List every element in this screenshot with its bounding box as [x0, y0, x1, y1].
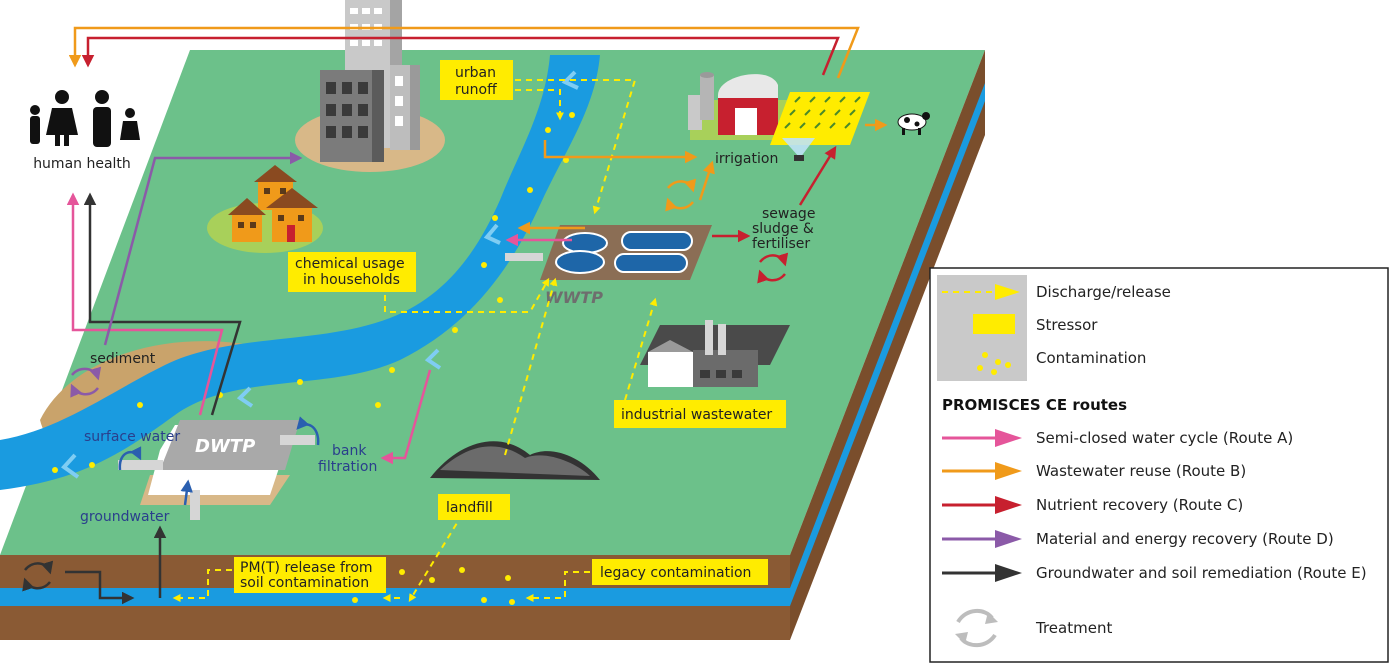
- dwtp-label: DWTP: [195, 436, 255, 457]
- legend-route-c-arrow: [995, 496, 1022, 514]
- legend-routes-title: PROMISCES CE routes: [942, 396, 1127, 414]
- legend-route-a-label: Semi-closed water cycle (Route A): [1036, 429, 1293, 447]
- river-flow-chevrons: [60, 70, 579, 479]
- legend-route-a-arrow: [995, 429, 1022, 447]
- stressor-industrial-wastewater: industrial wastewater: [614, 400, 786, 428]
- legend-route-b-label: Wastewater reuse (Route B): [1036, 462, 1246, 480]
- human-health-label: human health: [33, 156, 131, 172]
- human-family-icon: [30, 90, 140, 147]
- legend-treatment-label: Treatment: [1035, 619, 1112, 637]
- city-buildings-icon: [320, 0, 420, 162]
- legend-route-d-arrow: [995, 530, 1022, 548]
- groundwater-layer-side: [790, 83, 985, 606]
- discharge-lines: [172, 79, 658, 603]
- chemical-usage-line1: chemical usage: [295, 256, 405, 272]
- legend-route-d-label: Material and energy recovery (Route D): [1036, 530, 1334, 548]
- stressor-landfill: landfill: [438, 494, 510, 520]
- crop-field-icon: [770, 92, 870, 161]
- route-a-dwtp-to-health: [66, 192, 224, 416]
- legend: Discharge/release Stressor Contamination…: [929, 267, 1389, 663]
- pmt-release-line1: PM(T) release from: [240, 560, 373, 576]
- soil-contamination-dots: [352, 567, 515, 605]
- chemical-usage-line2: in households: [303, 272, 400, 288]
- route-b-runoff-to-irrigation: [543, 140, 698, 164]
- legend-contamination-label: Contamination: [1036, 349, 1146, 367]
- route-e-dwtp-to-health: [83, 192, 242, 416]
- stressor-pmt-release: PM(T) release from soil contamination: [234, 557, 386, 593]
- farm-icon: [688, 72, 790, 140]
- legend-treatment-icon: [955, 609, 998, 648]
- legend-discharge-label: Discharge/release: [1036, 283, 1171, 301]
- legend-route-c-label: Nutrient recovery (Route C): [1036, 496, 1243, 514]
- legend-discharge-arrow: [995, 284, 1020, 300]
- urban-runoff-line2: runoff: [455, 82, 497, 98]
- filtration-label: filtration: [318, 459, 377, 475]
- route-e-soil-to-groundwater: [65, 570, 135, 605]
- dwtp-water-flows: [118, 416, 320, 506]
- surface-water-label: surface water: [84, 429, 180, 445]
- irrigation-label: irrigation: [715, 151, 778, 167]
- wwtp-label: WWTP: [545, 288, 603, 307]
- bank-label: bank: [332, 443, 367, 459]
- sewage-label: sewage: [762, 206, 815, 222]
- groundwater-label: groundwater: [80, 509, 170, 525]
- sediment-label: sediment: [90, 351, 156, 367]
- route-b-reuse-to-health: [68, 26, 860, 79]
- legend-contamination-dots: [977, 352, 1011, 375]
- houses-icon: [228, 165, 318, 242]
- legend-stressor-label: Stressor: [1036, 316, 1098, 334]
- pmt-release-line2: soil contamination: [240, 575, 369, 591]
- route-c-nutrient-to-health: [81, 36, 840, 76]
- landfill-icon: [430, 441, 600, 480]
- industrial-wastewater-text: industrial wastewater: [621, 407, 772, 423]
- urban-runoff-line1: urban: [455, 65, 496, 81]
- stressor-urban-runoff: urban runoff: [440, 60, 513, 100]
- factory-icon: [640, 320, 790, 387]
- legend-route-e-label: Groundwater and soil remediation (Route …: [1036, 564, 1367, 582]
- river: [0, 55, 600, 490]
- stressor-chemical-usage: chemical usage in households: [288, 252, 416, 292]
- route-d-sediment-to-city: [103, 151, 303, 346]
- river-contamination-dots: [52, 112, 575, 473]
- legacy-contamination-text: legacy contamination: [600, 565, 751, 581]
- wwtp-plant-icon: [505, 225, 712, 280]
- route-b-wwtp-to-irrigation: [698, 160, 715, 201]
- sludge-label: sludge &: [752, 221, 814, 237]
- landfill-text: landfill: [446, 500, 493, 516]
- route-c-sludge-to-field: [798, 145, 837, 206]
- stressor-legacy-contamination: legacy contamination: [592, 559, 768, 585]
- route-a-river-to-bank: [380, 369, 432, 465]
- legend-route-b-arrow: [995, 462, 1022, 480]
- cow-icon: [897, 112, 930, 135]
- legend-route-e-arrow: [995, 564, 1022, 582]
- treatment-cycle-icon: [22, 178, 789, 592]
- legend-stressor-swatch: [973, 314, 1015, 334]
- fertiliser-label: fertiliser: [752, 236, 810, 252]
